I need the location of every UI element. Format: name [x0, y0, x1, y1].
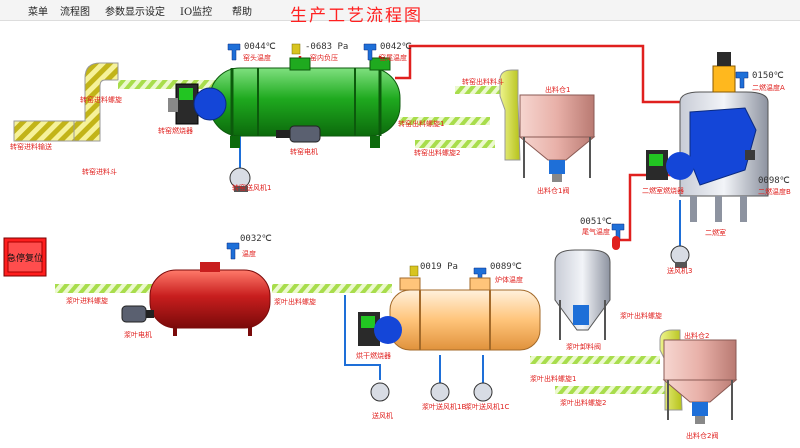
label-dryer-burner: 烘干燃烧器: [356, 351, 391, 360]
dryer-pressure: 0019 Pa: [420, 262, 458, 272]
leaf-outfeed-screw: [272, 284, 392, 293]
kiln-outfeed-screw-1: [400, 117, 490, 125]
label-blower-c: 浆叶送风机1C: [465, 402, 509, 411]
label-dryer-outfeed2: 浆叶出料螺旋1: [530, 374, 576, 383]
feed-conveyor: [13, 120, 75, 142]
label-preheat-temp: 温度: [242, 249, 256, 258]
label-kiln-head: 窑头温度: [243, 53, 271, 62]
label-tank2-mid: 二燃室: [705, 228, 726, 237]
label-dryer-outfeed: 浆叶出料螺旋: [620, 311, 662, 320]
label-tank2-bottom: 二燃温度B: [758, 187, 791, 196]
menu-io-monitor[interactable]: IO监控: [180, 7, 213, 18]
reset-button-inner: [7, 241, 43, 273]
label-kiln-burner: 转窑燃烧器: [158, 126, 193, 135]
kiln-head-temp: 0044℃: [244, 42, 276, 52]
kiln-infeed-screw: [118, 80, 218, 89]
tank-burner: [646, 150, 694, 180]
label-tank2-burner: 二燃室燃烧器: [642, 186, 684, 195]
label-silo2-valve: 出料仓2阀: [686, 431, 718, 440]
preheat-temp: 0032℃: [240, 234, 272, 244]
label-kiln-motor: 转窑电机: [290, 147, 318, 156]
label-silo1-valve: 出料仓1阀: [537, 186, 569, 195]
label-kiln-blower: 转窑送风机1: [232, 183, 271, 192]
label-blower-b: 浆叶送风机1B: [422, 402, 466, 411]
kiln-motor: [276, 125, 321, 143]
dryer-burner: [358, 312, 402, 346]
kiln-burner: [168, 83, 227, 125]
dryer-blowers: [370, 382, 493, 402]
label-leaf-infeed: 浆叶进料螺旋: [66, 296, 108, 305]
label-kiln-neg-pressure: 窑内负压: [310, 53, 338, 62]
reset-button-label: 急停复位: [6, 253, 43, 264]
kiln-tail-temp: 0042℃: [380, 42, 412, 52]
label-kiln-outfeed-top: 转窑出料料斗: [462, 77, 504, 86]
dryer-outfeed-screw: [530, 356, 660, 364]
leaf-motor: [121, 305, 154, 323]
tank-blower: [670, 245, 690, 268]
menu-flowchart[interactable]: 流程图: [60, 7, 90, 18]
kiln-outfeed-hopper-screw: [455, 86, 500, 94]
label-kiln-infeed-screw: 转窑进料螺旋: [80, 95, 122, 104]
label-kiln-feed-hopper: 转窑进料斗: [82, 167, 117, 176]
menu-help[interactable]: 帮助: [232, 7, 252, 18]
cyclone-separator: [554, 249, 611, 340]
smoke-temp: 0051℃: [580, 217, 612, 227]
label-silo2: 出料仓2: [684, 331, 709, 340]
label-tank2-blower: 送风机3: [667, 266, 692, 275]
label-leaf-motor: 浆叶电机: [124, 330, 152, 339]
leaf-preheat-tank: [149, 262, 271, 336]
label-conveyor: 转窑进料输送: [10, 142, 52, 151]
tank2-bottom-temp: 0098℃: [758, 176, 790, 186]
leaf-infeed-screw: [55, 284, 173, 293]
page-title: 生产工艺流程图: [290, 6, 423, 26]
label-tank2-top: 二燃温度A: [752, 83, 785, 92]
air-pipes: [239, 135, 681, 385]
menu-bar: 菜单 流程图 参数显示设定 IO监控 帮助: [0, 0, 800, 21]
kiln-outfeed-screw-2: [415, 140, 495, 148]
label-smoke: 尾气温度: [582, 227, 610, 236]
leaf-dryer: [389, 277, 541, 351]
kiln-outfeed-hopper: [499, 69, 521, 161]
rotary-kiln: [209, 57, 401, 148]
dryer-temp: 0089℃: [490, 262, 522, 272]
smoke-pipe: [612, 236, 620, 250]
reset-button[interactable]: 急停复位: [4, 238, 46, 276]
label-dryer-hopper-valve: 浆叶卸料阀: [566, 342, 601, 351]
silo-1: [518, 94, 596, 182]
label-silo1: 出料仓1: [545, 85, 570, 94]
kiln-blower: [229, 167, 251, 192]
label-leaf-outfeed-screw: 浆叶出料螺旋: [274, 297, 316, 306]
dryer-outfeed-screw-2: [555, 386, 665, 394]
label-kiln-tail: 窑尾温度: [379, 53, 407, 62]
label-dryer-outfeed3: 浆叶出料螺旋2: [560, 398, 606, 407]
tank2-temp: 0150℃: [752, 71, 784, 81]
label-dryer-temp: 炉体温度: [495, 275, 523, 284]
menu-param-settings[interactable]: 参数显示设定: [105, 7, 165, 18]
label-blower-a: 送风机: [372, 411, 393, 420]
kiln-pressure: -0683 Pa: [305, 42, 348, 52]
label-kiln-outfeed-screw2: 转窑出料螺旋2: [414, 148, 460, 157]
pressure-sensor-icons: [291, 43, 419, 277]
secondary-combustion-chamber: [679, 52, 769, 222]
label-kiln-outfeed-screw1: 转窑出料螺旋1: [398, 119, 444, 128]
silo-2: [662, 339, 738, 424]
menu-main[interactable]: 菜单: [28, 7, 48, 18]
